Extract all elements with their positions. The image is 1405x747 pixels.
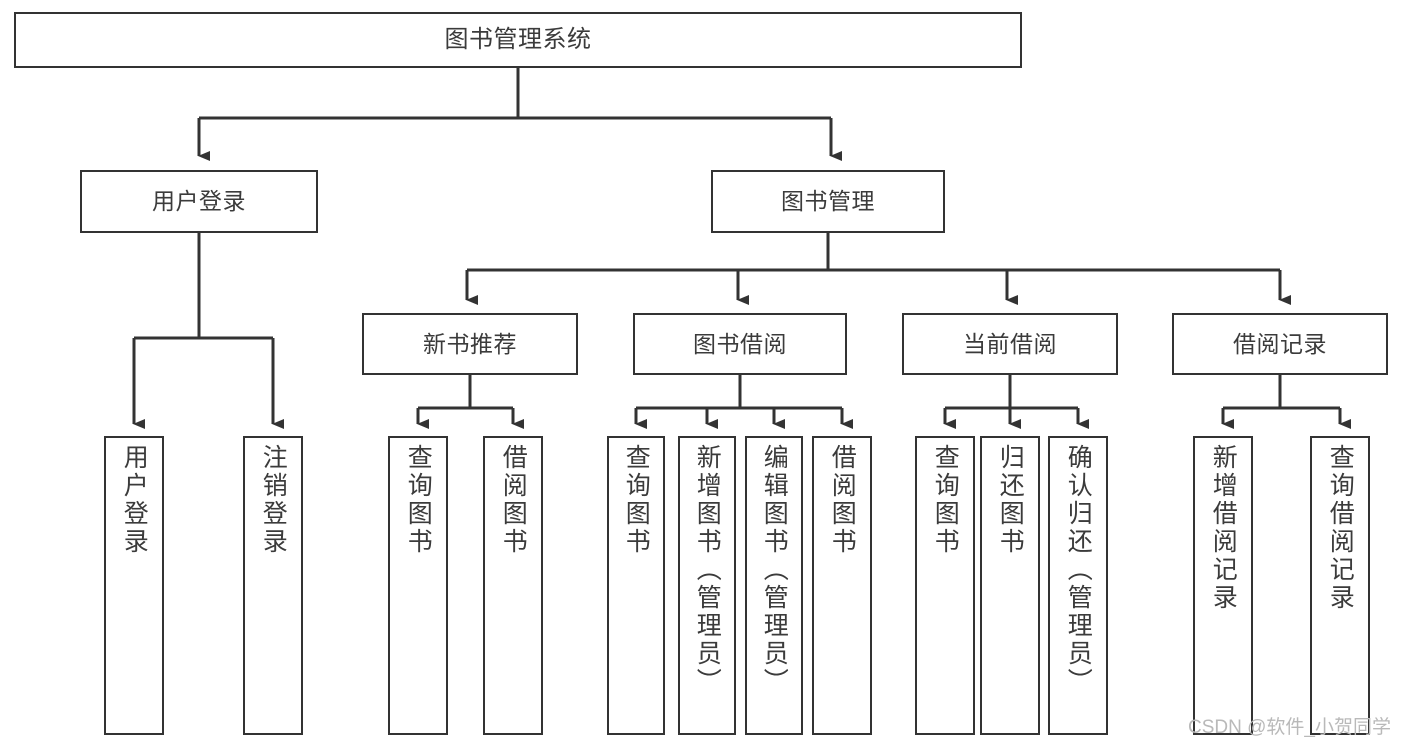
node-leaf-borrow-book-1-label: 借阅图书 (499, 444, 528, 556)
node-leaf-return-book-label: 归还图书 (996, 444, 1025, 556)
node-borrow-record[interactable]: 借阅记录 (1172, 313, 1388, 375)
node-current-borrow[interactable]: 当前借阅 (902, 313, 1118, 375)
node-leaf-borrow-book-2-label: 借阅图书 (828, 444, 857, 556)
node-leaf-query-book-1-label: 查询图书 (404, 444, 433, 556)
node-user-login-label: 用户登录 (152, 188, 246, 215)
node-leaf-add-record-label: 新增借阅记录 (1209, 444, 1238, 612)
node-leaf-query-book-2[interactable]: 查询图书 (607, 436, 665, 735)
node-leaf-query-record[interactable]: 查询借阅记录 (1310, 436, 1370, 735)
node-new-book-recommend[interactable]: 新书推荐 (362, 313, 578, 375)
node-leaf-user-logout[interactable]: 注销登录 (243, 436, 303, 735)
node-leaf-add-book-label: 新增图书（管理员） (693, 444, 722, 696)
node-leaf-add-book[interactable]: 新增图书（管理员） (678, 436, 736, 735)
node-book-manage-label: 图书管理 (781, 188, 875, 215)
node-leaf-user-login[interactable]: 用户登录 (104, 436, 164, 735)
node-leaf-query-book-3[interactable]: 查询图书 (915, 436, 975, 735)
node-book-borrow[interactable]: 图书借阅 (633, 313, 847, 375)
node-leaf-user-logout-label: 注销登录 (259, 444, 288, 556)
node-leaf-confirm-return-label: 确认归还（管理员） (1064, 444, 1093, 696)
node-leaf-query-book-2-label: 查询图书 (622, 444, 651, 556)
node-leaf-edit-book[interactable]: 编辑图书（管理员） (745, 436, 803, 735)
node-leaf-user-login-label: 用户登录 (120, 444, 149, 556)
node-user-login[interactable]: 用户登录 (80, 170, 318, 233)
node-current-borrow-label: 当前借阅 (963, 330, 1057, 357)
node-book-borrow-label: 图书借阅 (693, 330, 787, 357)
node-root-label: 图书管理系统 (444, 26, 592, 54)
node-borrow-record-label: 借阅记录 (1233, 330, 1327, 357)
node-leaf-query-book-1[interactable]: 查询图书 (388, 436, 448, 735)
node-leaf-query-book-3-label: 查询图书 (931, 444, 960, 556)
node-leaf-return-book[interactable]: 归还图书 (980, 436, 1040, 735)
node-root[interactable]: 图书管理系统 (14, 12, 1022, 68)
node-new-book-recommend-label: 新书推荐 (423, 330, 517, 357)
node-leaf-borrow-book-2[interactable]: 借阅图书 (812, 436, 872, 735)
node-leaf-add-record[interactable]: 新增借阅记录 (1193, 436, 1253, 735)
node-leaf-confirm-return[interactable]: 确认归还（管理员） (1048, 436, 1108, 735)
node-leaf-borrow-book-1[interactable]: 借阅图书 (483, 436, 543, 735)
node-leaf-edit-book-label: 编辑图书（管理员） (760, 444, 789, 696)
node-leaf-query-record-label: 查询借阅记录 (1326, 444, 1355, 612)
node-book-manage[interactable]: 图书管理 (711, 170, 945, 233)
csdn-watermark: CSDN @软件_小贺同学 (1188, 717, 1391, 738)
